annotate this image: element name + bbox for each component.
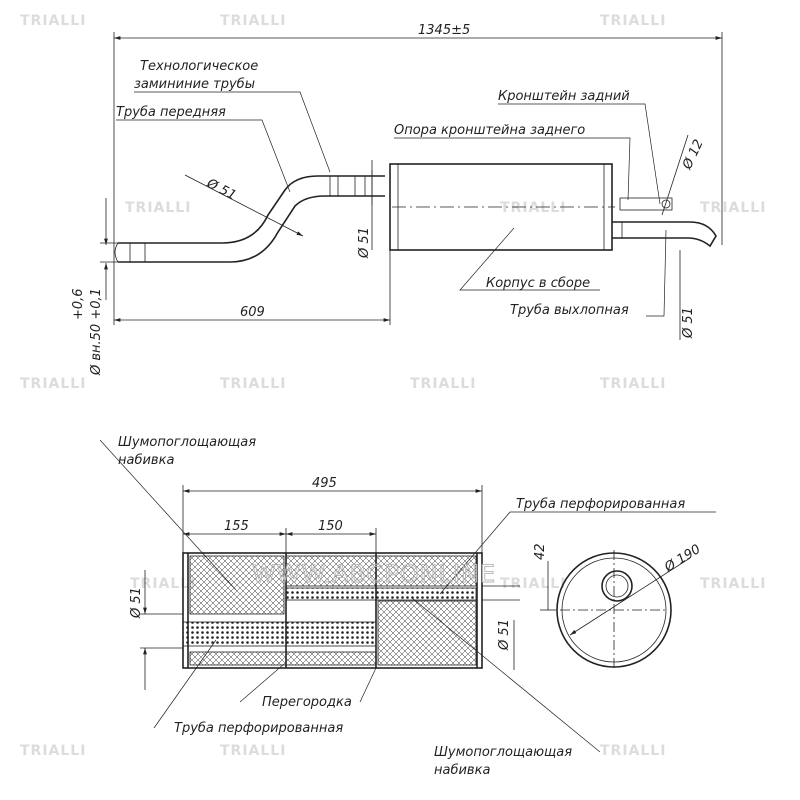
- dim-42-text: 42: [533, 543, 548, 560]
- dim-inner-text: Ø вн.50 +0,1: [89, 288, 104, 376]
- watermark: TRIALLI: [500, 576, 566, 592]
- muffler-housing: [182, 552, 483, 669]
- watermark-group: TRIALLI TRIALLI TRIALLI TRIALLI TRIALLI …: [20, 13, 766, 759]
- dim-d51-inlet-text: Ø 51: [357, 227, 372, 259]
- dim-total-text: 1345±5: [418, 23, 470, 38]
- leader-packing-top: [99, 439, 237, 591]
- dim-d12-line: [661, 134, 689, 216]
- leader-baffle-1: [239, 663, 285, 703]
- dim-inner-tol: +0,6: [71, 288, 86, 320]
- dim-d190-text: Ø 190: [661, 542, 703, 576]
- dim-150-text: 150: [318, 519, 343, 534]
- label-perf-pipe-bottom: Труба перфорированная: [174, 721, 343, 736]
- bracket-hole: [661, 199, 671, 209]
- front-pipe-upper-edge: [118, 175, 385, 244]
- watermark: TRIALLI: [130, 576, 196, 592]
- perforated-pipe-lower: [182, 621, 377, 647]
- watermark: TRIALLI: [600, 376, 666, 392]
- exhaust-pipe: [612, 221, 717, 248]
- watermark: TRIALLI: [125, 200, 191, 216]
- watermark: TRIALLI: [220, 743, 286, 759]
- watermark: TRIALLI: [220, 13, 286, 29]
- watermark: TRIALLI: [500, 200, 566, 216]
- label-packing-bottom-2: набивка: [434, 763, 490, 778]
- front-pipe-lower-edge: [118, 195, 385, 263]
- leader-body: [459, 227, 600, 291]
- label-tech-bend-2: замининие трубы: [134, 77, 255, 92]
- dim-155-text: 155: [224, 519, 249, 534]
- dim-front-text: 609: [240, 305, 265, 320]
- leader-front-pipe: [116, 119, 291, 193]
- end-view-outlet-inner: [605, 574, 629, 598]
- leader-rear-bracket: [498, 103, 661, 205]
- label-packing-bottom-1: Шумопоглощающая: [434, 745, 572, 760]
- label-bracket-support: Опора кронштейна заднего: [394, 123, 585, 138]
- label-rear-bracket: Кронштейн задний: [498, 89, 630, 104]
- leader-exhaust-pipe: [646, 229, 667, 317]
- dim-d51-bend-line: [184, 174, 304, 237]
- watermark: TRIALLI: [700, 576, 766, 592]
- label-exhaust-pipe: Труба выхлопная: [510, 303, 629, 318]
- leader-baffle-2: [359, 667, 377, 703]
- label-packing-top-1: Шумопоглощающая: [118, 435, 256, 450]
- label-packing-top-2: набивка: [118, 453, 174, 468]
- watermark: TRIALLI: [220, 376, 286, 392]
- site-watermark: WWW.ABCPONLINE: [252, 560, 496, 588]
- watermark: TRIALLI: [20, 376, 86, 392]
- packing-left-lower: [189, 651, 377, 666]
- front-pipe-end: [114, 242, 119, 263]
- watermark: TRIALLI: [600, 13, 666, 29]
- label-perf-pipe-top: Труба перфорированная: [516, 497, 685, 512]
- watermark: TRIALLI: [20, 13, 86, 29]
- dim-d51-left-text: Ø 51: [129, 587, 144, 619]
- dim-length-text: 495: [312, 476, 337, 491]
- leader-perf-pipe-top: [439, 511, 716, 595]
- watermark: TRIALLI: [700, 200, 766, 216]
- label-baffle: Перегородка: [262, 695, 352, 710]
- rear-bracket: [619, 197, 673, 211]
- packing-right-lower: [377, 600, 477, 666]
- dim-d51-bend-text: Ø 51: [203, 176, 238, 204]
- dim-d51-outlet-text: Ø 51: [681, 307, 696, 339]
- dim-d190-line: [569, 557, 691, 636]
- label-tech-bend-1: Технологическое: [140, 59, 258, 74]
- end-view-outlet: [601, 570, 633, 602]
- label-body: Корпус в сборе: [486, 276, 590, 291]
- watermark: TRIALLI: [410, 376, 476, 392]
- leader-perf-pipe-bottom: [153, 639, 217, 729]
- dim-d12-text: Ø 12: [680, 137, 707, 172]
- leader-tech-bend: [134, 91, 331, 173]
- leader-bracket-support: [394, 137, 631, 201]
- watermark: TRIALLI: [600, 743, 666, 759]
- perforated-pipe-upper: [285, 587, 477, 601]
- dim-d51-right-text: Ø 51: [497, 619, 512, 651]
- watermark: TRIALLI: [20, 743, 86, 759]
- packing-left-upper: [189, 555, 285, 615]
- label-front-pipe: Труба передняя: [116, 105, 226, 120]
- leader-packing-bottom: [411, 597, 601, 753]
- section-view: 495 155 150 Ø 51 Ø 51: [99, 435, 716, 778]
